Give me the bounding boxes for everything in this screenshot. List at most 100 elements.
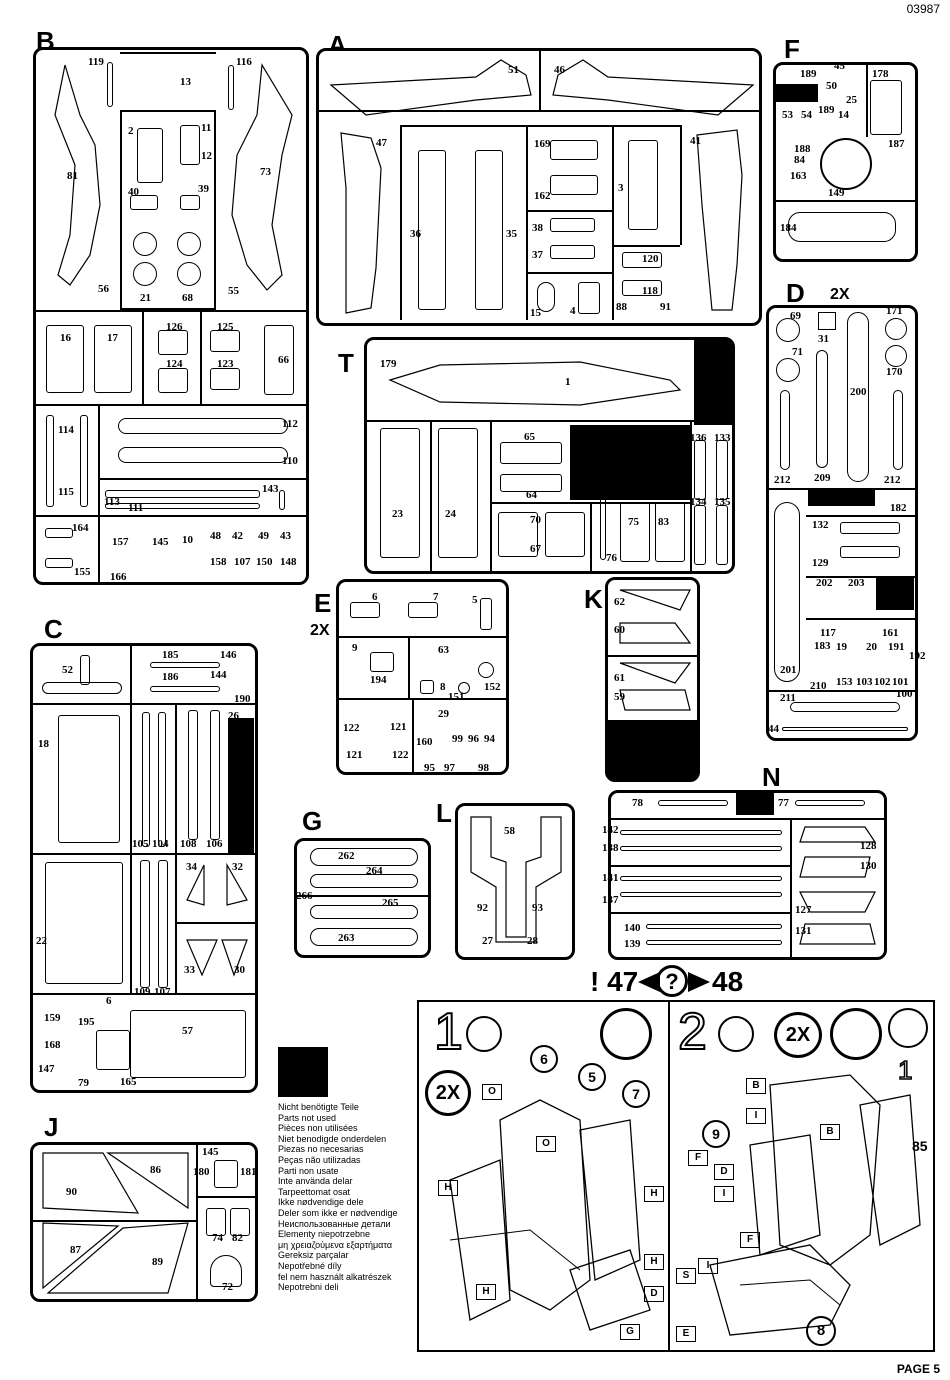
part-number: 262	[338, 850, 355, 862]
part-number: 6	[106, 995, 112, 1007]
callout-label: I	[754, 1110, 758, 1121]
part-number: 142	[602, 824, 619, 836]
part-number: 74	[212, 1232, 223, 1244]
part-shape	[150, 686, 220, 692]
callout-tag: B	[820, 1124, 840, 1140]
sprue-cell	[196, 1145, 198, 1299]
part-number: 150	[256, 556, 273, 568]
part-number: 36	[410, 228, 421, 240]
part-number: 10	[182, 534, 193, 546]
part-number: 265	[382, 897, 399, 909]
part-shape	[186, 862, 248, 977]
part-number: 118	[642, 285, 658, 297]
part-number: 20	[866, 641, 877, 653]
part-number: 188	[794, 143, 811, 155]
sprue-cell	[690, 420, 692, 572]
part-number: 55	[228, 285, 239, 297]
part-number: 192	[909, 650, 926, 662]
callout-tag: H	[438, 1180, 458, 1196]
paint-icon	[888, 1008, 928, 1048]
part-number: 121	[390, 721, 407, 733]
part-shape	[105, 490, 260, 498]
part-number: 166	[110, 571, 127, 583]
part-number: 42	[232, 530, 243, 542]
part-shape	[870, 80, 902, 135]
callout-label-text: 85	[912, 1138, 928, 1154]
part-number: 34	[186, 861, 197, 873]
arrow-right-icon	[688, 972, 710, 992]
quantity-badge: 2X	[425, 1070, 471, 1116]
legend-line: Nepotrebni deli	[278, 1282, 339, 1293]
part-number: 123	[217, 358, 234, 370]
legend-line: Nepotřebné díly	[278, 1260, 342, 1271]
legend-line: Pièces non utilisées	[278, 1123, 358, 1134]
legend-text: Nicht benötigte Teile Parts not used Piè…	[278, 1102, 398, 1293]
part-shape	[210, 330, 240, 352]
part-number: 5	[472, 594, 478, 606]
unused-block	[608, 720, 697, 779]
part-shape	[790, 702, 900, 712]
assembly-drawing	[449, 1099, 651, 1331]
part-shape	[230, 1208, 250, 1236]
callout-label: I	[706, 1260, 710, 1271]
sprue-cell	[36, 404, 306, 406]
part-shape	[716, 505, 728, 565]
part-number: 148	[280, 556, 297, 568]
part-number: 62	[614, 596, 625, 608]
part-number: 1	[565, 376, 571, 388]
part-number: 145	[152, 536, 169, 548]
part-shape	[646, 924, 782, 929]
part-number: 64	[526, 489, 537, 501]
sprue-cell	[612, 245, 680, 247]
part-shape	[545, 512, 585, 557]
part-shape	[550, 245, 595, 259]
part-number: 51	[508, 64, 519, 76]
part-shape	[795, 800, 865, 806]
part-shape	[188, 710, 198, 840]
part-shape	[137, 128, 163, 183]
part-shape	[696, 129, 743, 311]
part-number: 121	[346, 749, 363, 761]
part-number: 44	[768, 723, 779, 735]
part-shape	[310, 874, 418, 888]
sprue-cell	[339, 636, 506, 638]
part-number: 112	[282, 418, 298, 430]
part-shape	[329, 59, 532, 116]
glue-icon	[466, 1016, 502, 1052]
part-shape	[470, 816, 562, 943]
part-number: 168	[44, 1039, 61, 1051]
part-number: 124	[166, 358, 183, 370]
part-number: 66	[278, 354, 289, 366]
quantity-label: 2X	[830, 286, 850, 303]
part-number: 98	[478, 762, 489, 774]
quantity-label: 2X	[785, 1024, 811, 1046]
arrow-left-icon	[638, 972, 660, 992]
part-number: 140	[624, 922, 641, 934]
part-number: 114	[58, 424, 74, 436]
part-number: 134	[690, 496, 707, 508]
part-number: 212	[884, 474, 901, 486]
part-number: 92	[477, 902, 488, 914]
wheel-shape	[133, 262, 157, 286]
part-shape	[180, 195, 200, 210]
part-number: 187	[888, 138, 905, 150]
part-number: 210	[810, 680, 827, 692]
sprue-cell	[412, 698, 414, 772]
sprue-cell	[769, 690, 915, 692]
part-number: 153	[836, 676, 853, 688]
part-number: 32	[232, 861, 243, 873]
part-number: 137	[602, 894, 619, 906]
part-number: 182	[890, 502, 907, 514]
sprue-cell	[806, 515, 915, 517]
part-number: 200	[850, 386, 867, 398]
sprue-letter: K	[584, 584, 603, 614]
sprue-frame	[30, 643, 258, 1093]
callout-label: F	[694, 1152, 702, 1163]
part-number: 22	[36, 935, 47, 947]
sprue-cell	[33, 703, 255, 705]
part-number: 195	[78, 1016, 95, 1028]
part-number: 104	[152, 838, 169, 850]
part-number: 87	[70, 1244, 81, 1256]
part-number: 59	[614, 691, 625, 703]
legend-line: Parts not used	[278, 1112, 337, 1123]
